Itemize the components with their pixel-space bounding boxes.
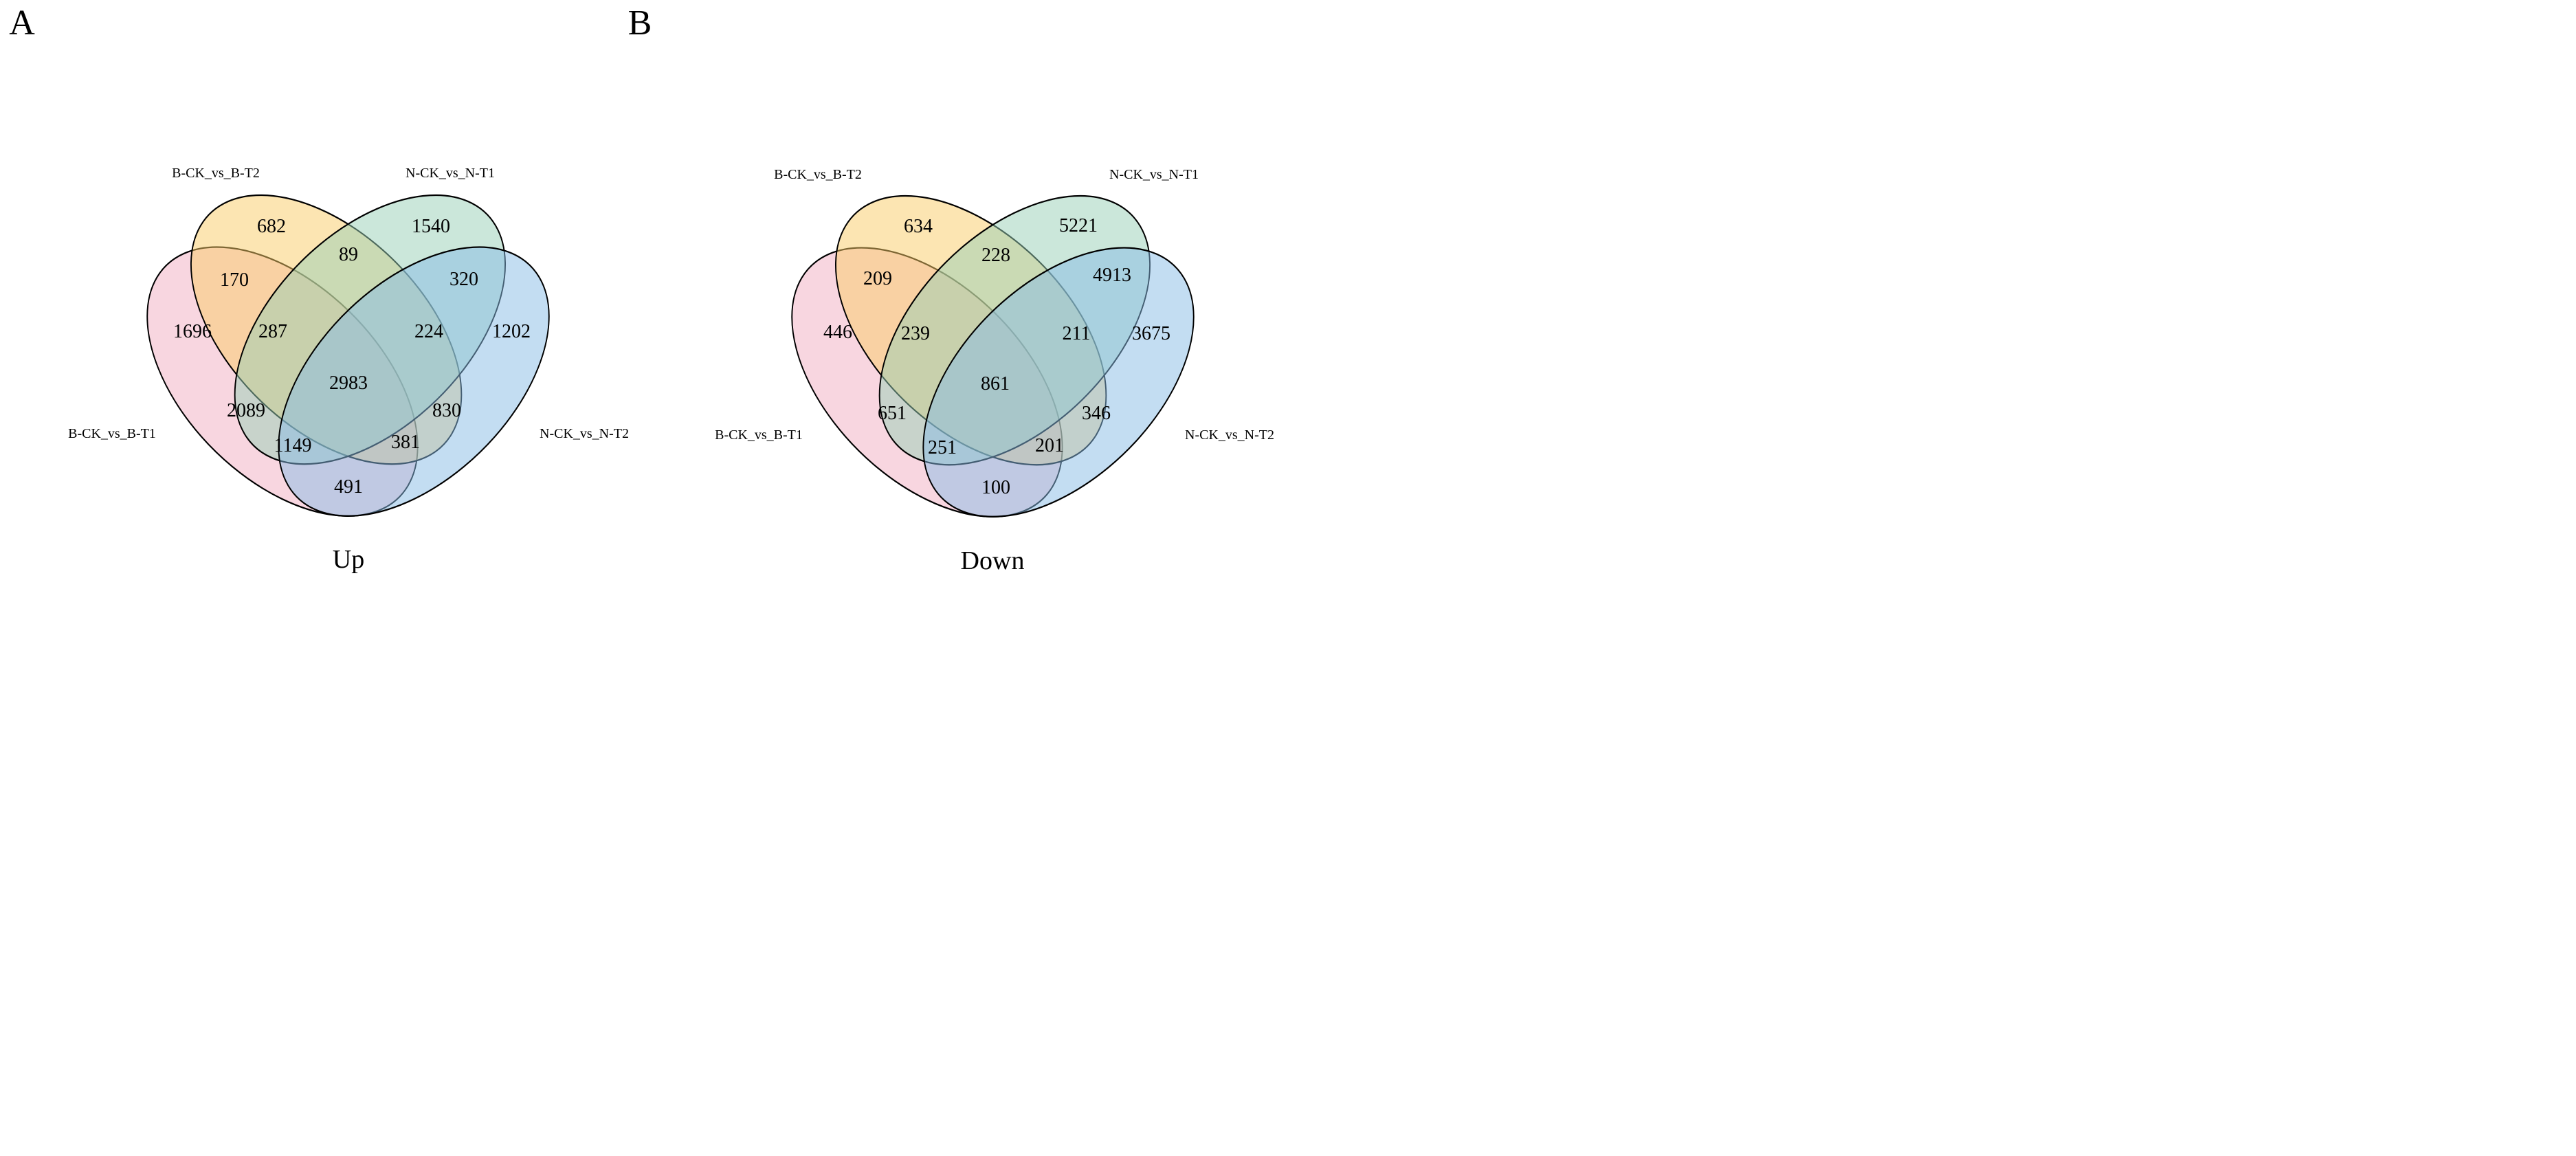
panel-b-region-n3: 5221 xyxy=(1059,215,1098,236)
panel-b-region-n1234: 861 xyxy=(981,373,1010,394)
panel-b-title-down: Down xyxy=(960,546,1025,575)
panel-a-region-n14: 491 xyxy=(334,476,363,498)
figure-canvas: A B B-CK_vs_B-T2 N-CK_vs_N-T1 B-CK_vs_B-… xyxy=(0,0,1288,578)
panel-b-region-n4: 3675 xyxy=(1132,323,1170,344)
panel-a-region-n124: 381 xyxy=(391,432,420,453)
panel-b-region-n23: 228 xyxy=(981,245,1010,266)
ellipse-set4-n-ck-vs-n-t2 xyxy=(278,246,550,517)
panel-letter-a: A xyxy=(9,3,35,43)
panel-a-region-n34: 320 xyxy=(449,269,478,290)
panel-a-title-up: Up xyxy=(332,545,365,574)
panel-b-region-n134: 251 xyxy=(928,437,957,458)
panel-b-set-label-n-ck-vs-n-t2: N-CK_vs_N-T2 xyxy=(1185,427,1274,443)
panel-b-region-n234: 211 xyxy=(1062,323,1091,344)
panel-b-set-label-b-ck-vs-b-t2: B-CK_vs_B-T2 xyxy=(774,167,862,182)
panel-a-region-n123: 287 xyxy=(258,321,287,342)
panel-a-region-n1234: 2983 xyxy=(329,373,368,394)
panel-a-set-label-n-ck-vs-n-t2: N-CK_vs_N-T2 xyxy=(540,426,629,441)
panel-a-region-n23: 89 xyxy=(339,244,358,265)
panel-a-set-label-n-ck-vs-n-t1: N-CK_vs_N-T1 xyxy=(406,166,495,181)
panel-b-region-n34: 4913 xyxy=(1093,265,1131,286)
panel-b-region-n12: 209 xyxy=(863,268,892,289)
panel-b-set-label-n-ck-vs-n-t1: N-CK_vs_N-T1 xyxy=(1109,167,1199,182)
panel-a-region-n13: 2089 xyxy=(227,400,265,421)
panel-letter-b: B xyxy=(628,3,652,43)
panel-a-region-n4: 1202 xyxy=(492,321,531,342)
ellipse-set4-n-ck-vs-n-t2 xyxy=(922,247,1195,518)
panel-a-region-n1: 1696 xyxy=(173,321,212,342)
panel-a-region-n3: 1540 xyxy=(412,216,450,237)
panel-b-region-n123: 239 xyxy=(901,323,930,344)
panel-a-region-n12: 170 xyxy=(220,269,249,291)
panel-b-region-n2: 634 xyxy=(904,216,933,237)
panel-b-region-n1: 446 xyxy=(823,322,852,343)
panel-a-region-n134: 1149 xyxy=(274,435,312,456)
panel-a-region-n24: 830 xyxy=(432,400,461,421)
venn-diagram-down xyxy=(791,194,1195,518)
panel-a-set-label-b-ck-vs-b-t1: B-CK_vs_B-T1 xyxy=(68,426,156,441)
panel-a-region-n234: 224 xyxy=(414,321,443,342)
panel-b-region-n13: 651 xyxy=(878,403,907,424)
panel-a-region-n2: 682 xyxy=(257,216,286,237)
venn-diagram-up xyxy=(146,194,550,517)
panel-a-set-label-b-ck-vs-b-t2: B-CK_vs_B-T2 xyxy=(172,166,260,181)
panel-b-region-n14: 100 xyxy=(981,477,1010,498)
panel-b-set-label-b-ck-vs-b-t1: B-CK_vs_B-T1 xyxy=(715,427,803,443)
panel-b-region-n24: 346 xyxy=(1082,403,1111,424)
panel-b-region-n124: 201 xyxy=(1035,435,1064,456)
